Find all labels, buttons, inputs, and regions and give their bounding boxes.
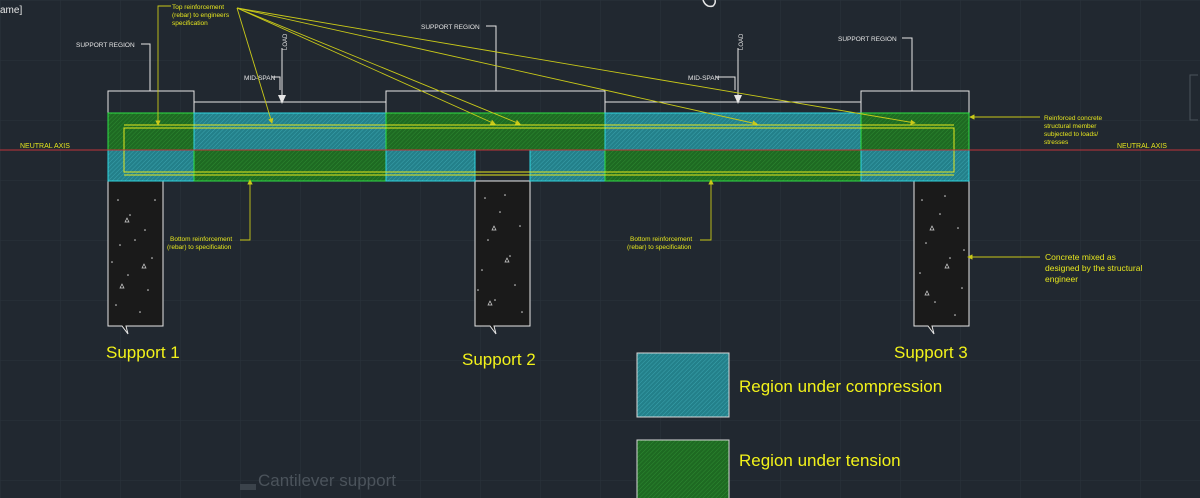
rebar [123, 124, 955, 176]
support-1-label: Support 1 [106, 343, 180, 362]
compression-region [385, 149, 476, 182]
compression-region [604, 112, 862, 151]
support-region-label: SUPPORT REGION [76, 42, 135, 49]
support-column-3 [913, 181, 970, 335]
concrete-mixed-callout: Concrete mixed as designed by the struct… [967, 252, 1142, 284]
top-reinforcement-line-3: specification [172, 20, 208, 27]
tension-region [193, 149, 387, 182]
reinforced-concrete-callout: Reinforced concrete structural member su… [969, 114, 1103, 146]
concrete-aggregate-dots [111, 194, 965, 316]
tension-region [860, 112, 970, 151]
arrow-down-icon [278, 95, 286, 104]
bottom-reinforcement-callout: Bottom reinforcement (rebar) to specific… [167, 179, 714, 251]
arrow-down-icon [734, 95, 742, 104]
support-3-label: Support 3 [894, 343, 968, 362]
legend-tension-swatch [636, 439, 730, 498]
support-region-label: SUPPORT REGION [838, 36, 897, 43]
load-arrows: LOAD LOAD [278, 33, 745, 104]
neutral-axis-label-left: NEUTRAL AXIS [20, 143, 70, 150]
svg-text:engineer: engineer [1045, 274, 1078, 284]
svg-text:(rebar) to specification: (rebar) to specification [627, 244, 692, 251]
rebar-loop [123, 127, 955, 173]
support-columns [107, 181, 970, 335]
legend-tension-label: Region under tension [739, 451, 901, 470]
compression-region [860, 149, 970, 182]
load-label: LOAD [283, 33, 289, 50]
svg-text:subjected to loads/: subjected to loads/ [1044, 131, 1098, 138]
tension-region [385, 112, 606, 151]
mid-span-label: MID-SPAN [688, 75, 720, 82]
compression-region [193, 112, 387, 151]
top-reinforcement-callout: Top reinforcement (rebar) to engineers s… [155, 4, 916, 126]
svg-text:designed by the structural: designed by the structural [1045, 263, 1142, 273]
support-column-2 [474, 181, 531, 335]
legend: Region under compression Region under te… [636, 352, 942, 498]
neutral-axis-label-right: NEUTRAL AXIS [1117, 143, 1167, 150]
svg-text:Bottom reinforcement: Bottom reinforcement [630, 236, 692, 243]
watermark-mark [240, 484, 256, 490]
support-region-label: SUPPORT REGION [421, 24, 480, 31]
tension-region [107, 112, 195, 151]
legend-compression-swatch [636, 352, 730, 418]
viewport-edge [1189, 74, 1198, 121]
svg-text:(rebar) to specification: (rebar) to specification [167, 244, 232, 251]
compression-region [529, 149, 606, 182]
stress-regions [107, 112, 970, 182]
svg-text:Reinforced concrete: Reinforced concrete [1044, 115, 1103, 122]
top-reinforcement-line-1: Top reinforcement [172, 4, 224, 11]
window-label: ame] [0, 5, 22, 16]
top-reinforcement-line-2: (rebar) to engineers [172, 12, 230, 19]
mid-span-label: MID-SPAN [244, 75, 276, 82]
support-column-1 [107, 181, 164, 335]
legend-compression-label: Region under compression [739, 377, 942, 396]
svg-text:Concrete mixed as: Concrete mixed as [1045, 252, 1116, 262]
svg-text:structural member: structural member [1044, 123, 1097, 130]
watermark-text: Cantilever support [258, 471, 396, 490]
svg-text:Bottom reinforcement: Bottom reinforcement [170, 236, 232, 243]
callout-leaders [141, 25, 913, 91]
load-label: LOAD [739, 33, 745, 50]
tension-region [604, 149, 862, 182]
support-2-label: Support 2 [462, 350, 536, 369]
svg-text:stresses: stresses [1044, 139, 1069, 146]
cursor-icon [702, 0, 716, 8]
concrete-aggregate-triangles [119, 217, 950, 306]
compression-region [107, 149, 195, 182]
